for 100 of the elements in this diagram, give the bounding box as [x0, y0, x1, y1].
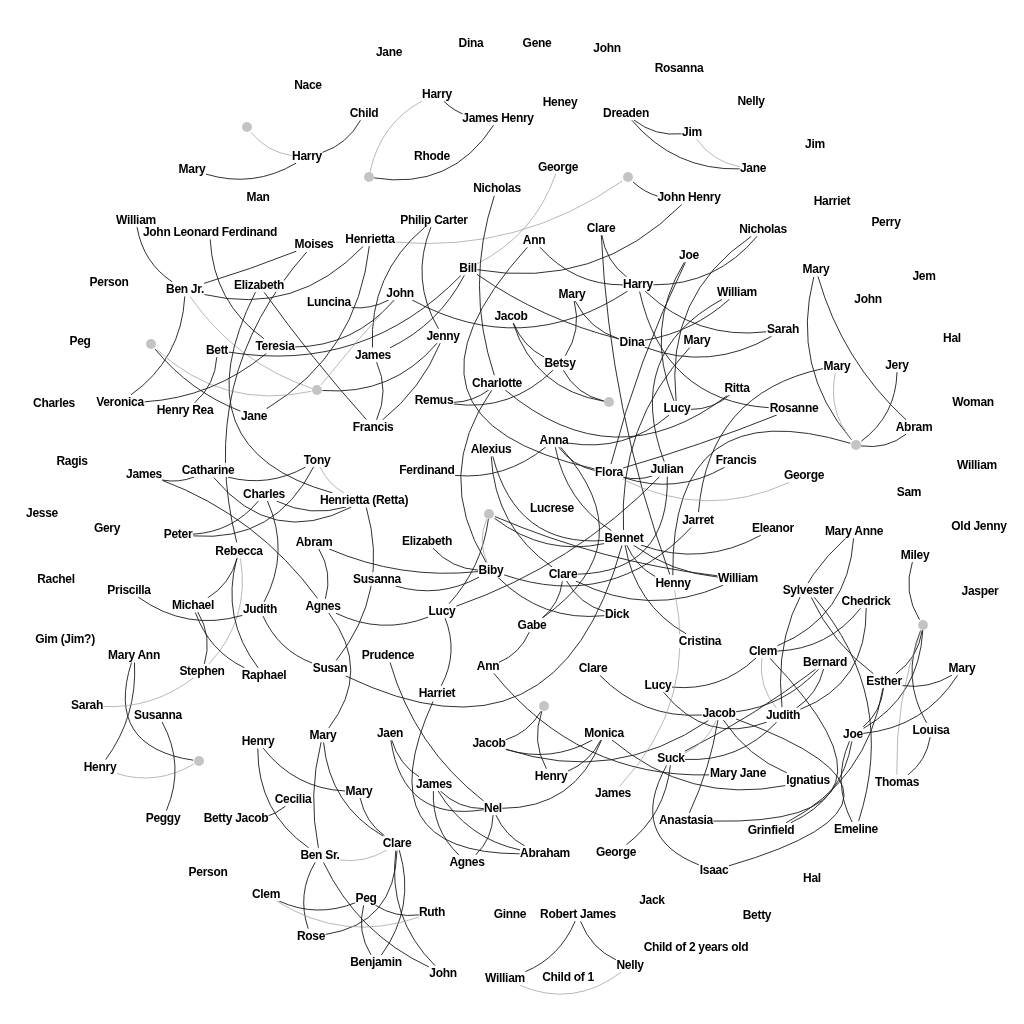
connector-line [684, 719, 717, 754]
name-label: Jane [739, 161, 767, 175]
name-label: Charles [243, 487, 285, 501]
connector-line [860, 371, 898, 442]
connector-line [479, 195, 495, 376]
name-label: James [355, 348, 391, 362]
name-label: Francis [352, 420, 394, 434]
name-label: Betty [742, 908, 772, 922]
connector-line [722, 719, 788, 774]
name-label: Susanna [353, 572, 401, 586]
name-label: Mary Ann [108, 648, 160, 662]
connector-line [203, 250, 297, 284]
connector-line [460, 389, 493, 563]
name-label: Jem [912, 269, 936, 283]
connector-line [323, 862, 430, 968]
connector-line [262, 747, 346, 792]
name-label: Lucy [663, 401, 691, 415]
connector-line [102, 677, 194, 707]
connector-line [911, 630, 928, 724]
connector-line [207, 557, 238, 599]
name-label: Child [349, 106, 379, 120]
connector-line [395, 576, 480, 592]
connector-line [600, 234, 671, 575]
connector-line [350, 299, 390, 309]
name-label: Betsy [544, 356, 576, 370]
name-label: Henry [534, 769, 568, 783]
name-label: Mary [178, 162, 206, 176]
name-label: Abraham [520, 846, 570, 860]
connector-line [896, 629, 922, 776]
connector-line [776, 537, 855, 647]
connector-line [432, 790, 460, 856]
connector-line [360, 904, 372, 956]
name-label: John [593, 41, 621, 55]
name-label: Person [188, 865, 228, 879]
connector-line [622, 475, 653, 480]
name-label: Abram [895, 420, 933, 434]
name-label: George [595, 845, 637, 859]
connector-line [688, 719, 719, 814]
connector-line [623, 466, 725, 485]
connector-line [278, 900, 356, 911]
connector-line [320, 299, 394, 386]
connector-line [439, 790, 485, 810]
connector-line [262, 615, 313, 664]
connector-line [672, 430, 851, 576]
name-label: Dina [619, 335, 645, 349]
connector-line [476, 173, 557, 265]
name-label: Hal [803, 871, 821, 885]
name-label: Hal [943, 331, 961, 345]
name-label: Nel [484, 801, 502, 815]
name-label: Rebecca [215, 544, 263, 558]
name-label: Jim [805, 137, 825, 151]
connector-line [728, 718, 845, 867]
connector-line [574, 300, 620, 340]
connector-line [632, 181, 660, 197]
name-label: Harry [422, 87, 452, 101]
name-label: Henry [83, 760, 117, 774]
connector-line [156, 349, 312, 397]
connector-line [263, 500, 279, 603]
name-label: William [485, 971, 525, 985]
connector-line [494, 516, 718, 577]
connector-line [908, 561, 920, 621]
name-label: Peg [355, 891, 377, 905]
connector-line [130, 295, 186, 396]
connector-line [895, 629, 923, 675]
connector-line [633, 119, 683, 135]
name-label: Rhode [414, 149, 450, 163]
connector-line [907, 736, 931, 776]
name-label: William [717, 285, 757, 299]
connector-line [562, 369, 605, 402]
name-label: Jacob [472, 736, 506, 750]
name-label: Eleanor [752, 521, 794, 535]
connector-line [192, 500, 259, 535]
name-label: Ben Sr. [300, 848, 340, 862]
name-label: Jaen [376, 726, 404, 740]
name-label: Sarah [71, 698, 103, 712]
name-label: Lucy [644, 678, 672, 692]
connector-line [335, 612, 429, 626]
connector-line [228, 275, 462, 357]
connector-line [611, 739, 786, 791]
name-label: Clem [748, 644, 778, 658]
connector-line [205, 162, 297, 180]
name-label: Betty Jacob [203, 811, 269, 825]
name-label: Elizabeth [234, 278, 284, 292]
connector-line [321, 342, 438, 392]
connector-line [674, 236, 752, 402]
name-label: Henny [655, 576, 691, 590]
connector-line [197, 611, 208, 665]
name-label: Charlotte [472, 376, 522, 390]
name-label: Priscilla [107, 583, 151, 597]
name-label: Old Jenny [951, 519, 1007, 533]
connector-line [208, 558, 243, 665]
connector-line [194, 612, 245, 669]
name-label: James [595, 786, 631, 800]
connector-line [481, 518, 488, 564]
name-label: Gim (Jim?) [35, 632, 95, 646]
connector-line [455, 476, 660, 607]
name-label: Ginne [493, 907, 527, 921]
connector-line [652, 235, 758, 286]
connector-line [536, 710, 547, 770]
name-label: John [429, 966, 457, 980]
